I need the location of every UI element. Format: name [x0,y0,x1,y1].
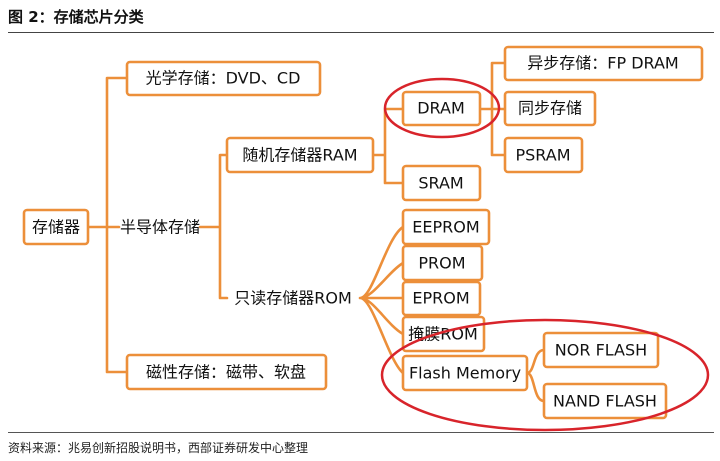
edge-ram-group [371,107,405,185]
edge-rom-group [358,225,405,375]
node-optical-storage: 光学存储：DVD、CD [125,60,322,97]
node-nand-flash: NAND FLASH [542,382,668,420]
node-eprom: EPROM [401,280,482,317]
source-note: 资料来源：兆易创新招股说明书，西部证券研发中心整理 [8,441,309,455]
node-nor-flash: NOR FLASH [542,331,660,369]
edge-dram-group [478,61,507,157]
svg-text:同步存储: 同步存储 [518,99,582,118]
footer-divider [8,432,714,433]
svg-text:Flash Memory: Flash Memory [409,364,521,383]
node-mask-rom: 掩膜ROM [401,315,486,353]
svg-text:PSRAM: PSRAM [515,146,570,165]
edge-storage-group [86,76,129,374]
svg-text:NAND FLASH: NAND FLASH [553,392,657,411]
node-async-dram: 异步存储：FP DRAM [503,45,704,82]
svg-text:存储器: 存储器 [32,218,80,237]
svg-text:DRAM: DRAM [417,99,465,118]
node-ram: 随机存储器RAM [225,136,375,174]
node-prom: PROM [401,244,484,282]
edge-flash-group [525,348,546,403]
svg-text:EPROM: EPROM [412,289,469,308]
node-flash-memory: Flash Memory [401,354,529,392]
flash-highlight-ellipse [380,318,710,432]
svg-text:只读存储器ROM: 只读存储器ROM [234,289,352,308]
svg-text:EEPROM: EEPROM [412,218,479,237]
dram-highlight-ellipse [383,77,501,139]
node-eeprom: EEPROM [401,208,491,246]
figure-title: 图 2：存储芯片分类 [8,8,144,26]
edge-semiconductor-group [198,153,229,300]
svg-text:磁性存储：磁带、软盘: 磁性存储：磁带、软盘 [146,363,306,382]
svg-text:PROM: PROM [418,254,465,273]
node-magnetic-storage: 磁性存储：磁带、软盘 [125,353,328,391]
svg-text:NOR FLASH: NOR FLASH [555,341,647,360]
svg-text:SRAM: SRAM [418,174,463,193]
svg-text:异步存储：FP DRAM: 异步存储：FP DRAM [527,54,678,73]
node-sram: SRAM [401,164,482,202]
svg-text:光学存储：DVD、CD: 光学存储：DVD、CD [146,69,301,88]
node-rom: 只读存储器ROM [234,289,352,308]
title-divider [8,32,714,33]
node-storage: 存储器 [22,208,90,246]
node-sync-dram: 同步存储 [503,90,597,127]
node-dram: DRAM [401,90,482,127]
node-semiconductor-storage: 半导体存储 [120,218,200,237]
svg-text:半导体存储: 半导体存储 [120,218,200,237]
diagram-edges [86,61,546,403]
svg-text:随机存储器RAM: 随机存储器RAM [242,146,357,165]
node-psram: PSRAM [503,136,584,174]
